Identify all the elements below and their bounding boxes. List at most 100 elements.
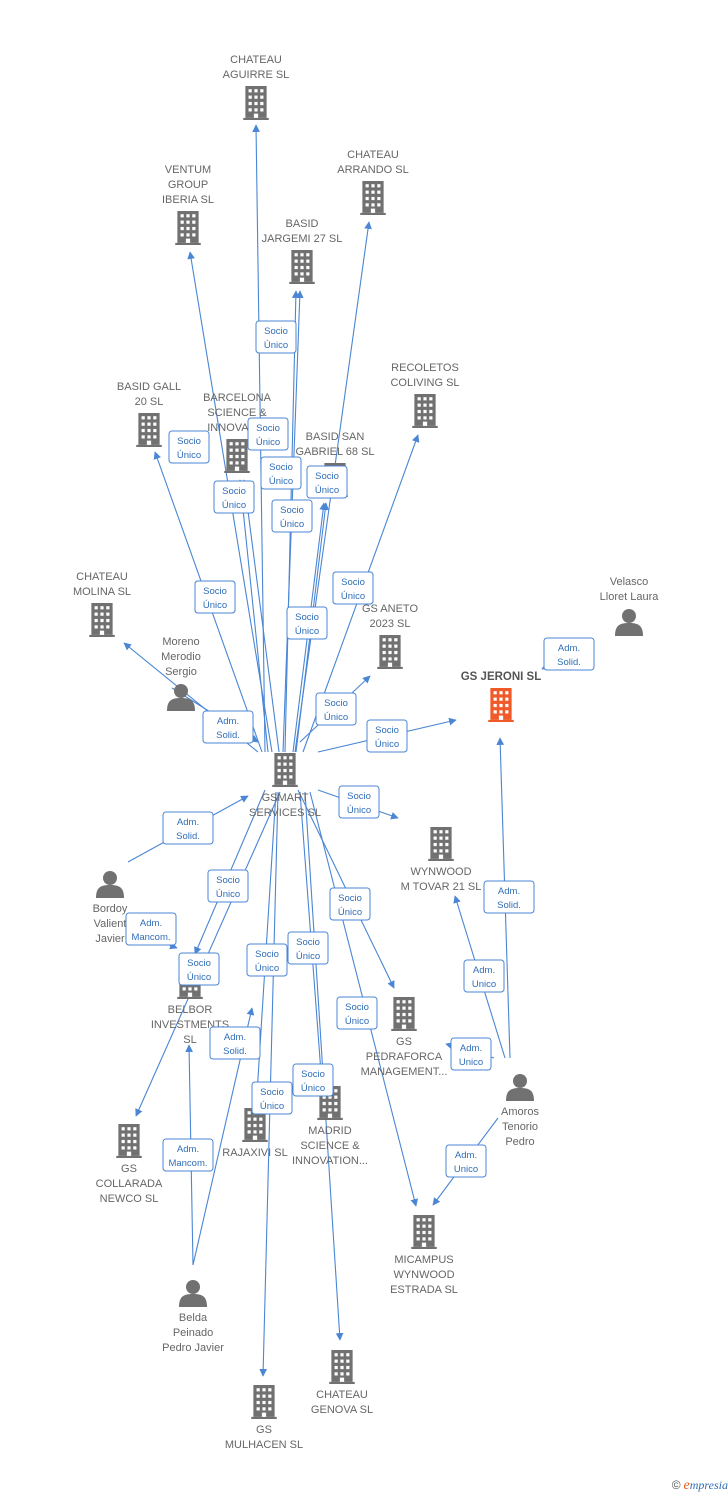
node-label-line: COLIVING SL xyxy=(390,377,459,389)
node-label-line: Peinado xyxy=(173,1327,213,1339)
brand-initial: e xyxy=(683,1478,690,1493)
node-label-line: MANAGEMENT... xyxy=(361,1066,448,1078)
node-label-line: MOLINA SL xyxy=(73,586,131,598)
node-label-line: NEWCO SL xyxy=(100,1193,159,1205)
node-label-line: AGUIRRE SL xyxy=(223,69,290,81)
node-pedraforca[interactable]: GSPEDRAFORCAMANAGEMENT... xyxy=(361,997,448,1078)
edge-label-line: Socio xyxy=(256,423,280,434)
edge-label-belda-to-belbor[interactable]: Adm.Mancom. xyxy=(162,1138,214,1172)
building-icon xyxy=(411,1215,437,1249)
building-icon xyxy=(428,827,454,861)
edge-label-line: Socio xyxy=(341,577,365,588)
node-label-line: CHATEAU xyxy=(316,1389,368,1401)
node-label-line: Belda xyxy=(179,1312,208,1324)
edge-label-line: Adm. xyxy=(140,918,162,929)
edge-label-line: Unico xyxy=(459,1057,483,1068)
node-label-line: M TOVAR 21 SL xyxy=(401,881,482,893)
edge-label-amoros-to-wynwood_tovar[interactable]: Adm.Unico xyxy=(463,959,505,993)
edge-label-line: Único xyxy=(216,889,240,900)
edge-label-line: Único xyxy=(264,340,288,351)
building-icon xyxy=(488,688,514,722)
edge-label-line: Único xyxy=(324,712,348,723)
node-rajaxivi[interactable]: RAJAXIVI SL xyxy=(222,1108,288,1159)
node-label-line: GABRIEL 68 SL xyxy=(295,446,374,458)
edge-label-line: Único xyxy=(260,1101,284,1112)
node-chateau-aguirre[interactable]: CHATEAU AGUIRRE SL xyxy=(223,54,290,120)
edge-label-line: Socio xyxy=(296,937,320,948)
edge-label-amoros-to-micampus[interactable]: Adm.Unico xyxy=(445,1144,487,1178)
edge-label-line: Socio xyxy=(177,436,201,447)
edge-label-belda-to-gsmart[interactable]: Adm.Solid. xyxy=(209,1026,261,1060)
edge-label-line: Adm. xyxy=(498,886,520,897)
edge-label-amoros-to-pedraforca[interactable]: Adm. Unico xyxy=(450,1037,492,1071)
edge-label-line: Solid. xyxy=(557,657,581,668)
node-label-line: CHATEAU xyxy=(230,54,282,66)
edge-label-velasco-to-gs_jeroni[interactable]: Adm. Solid. xyxy=(543,637,595,671)
edge-label-line: Socio xyxy=(269,462,293,473)
edge-label-bordoy-to-belbor[interactable]: Adm.Mancom. xyxy=(125,912,177,946)
edge-label-line: Único xyxy=(203,600,227,611)
node-label-line: Valient xyxy=(94,918,127,930)
building-icon xyxy=(412,394,438,428)
node-label-line: SL xyxy=(183,1034,196,1046)
edge-label-line: Único xyxy=(296,951,320,962)
building-icon xyxy=(251,1385,277,1419)
edge-label-line: Adm. xyxy=(460,1043,482,1054)
node-gs-jeroni[interactable]: GS JERONI SL xyxy=(461,671,542,722)
edge-label-line: Adm. xyxy=(558,643,580,654)
edge-label-line: Socio xyxy=(347,791,371,802)
node-label-line: BARCELONA xyxy=(203,392,272,404)
edge-label-line: Único xyxy=(269,476,293,487)
edge-label-moreno-to-gsmart[interactable]: Adm.Solid. xyxy=(202,710,254,744)
node-label-line: Velasco xyxy=(610,576,649,588)
node-label-line: ARRANDO SL xyxy=(337,164,409,176)
edge-label-line: Único xyxy=(280,519,304,530)
edge-label-bordoy-to-gsmart[interactable]: Adm.Solid. xyxy=(162,811,214,845)
edge-label-line: Socio xyxy=(315,471,339,482)
edge-label-amoros-to-gs_jeroni[interactable]: Adm.Solid. xyxy=(483,880,535,914)
node-label-line: Bordoy xyxy=(93,903,128,915)
